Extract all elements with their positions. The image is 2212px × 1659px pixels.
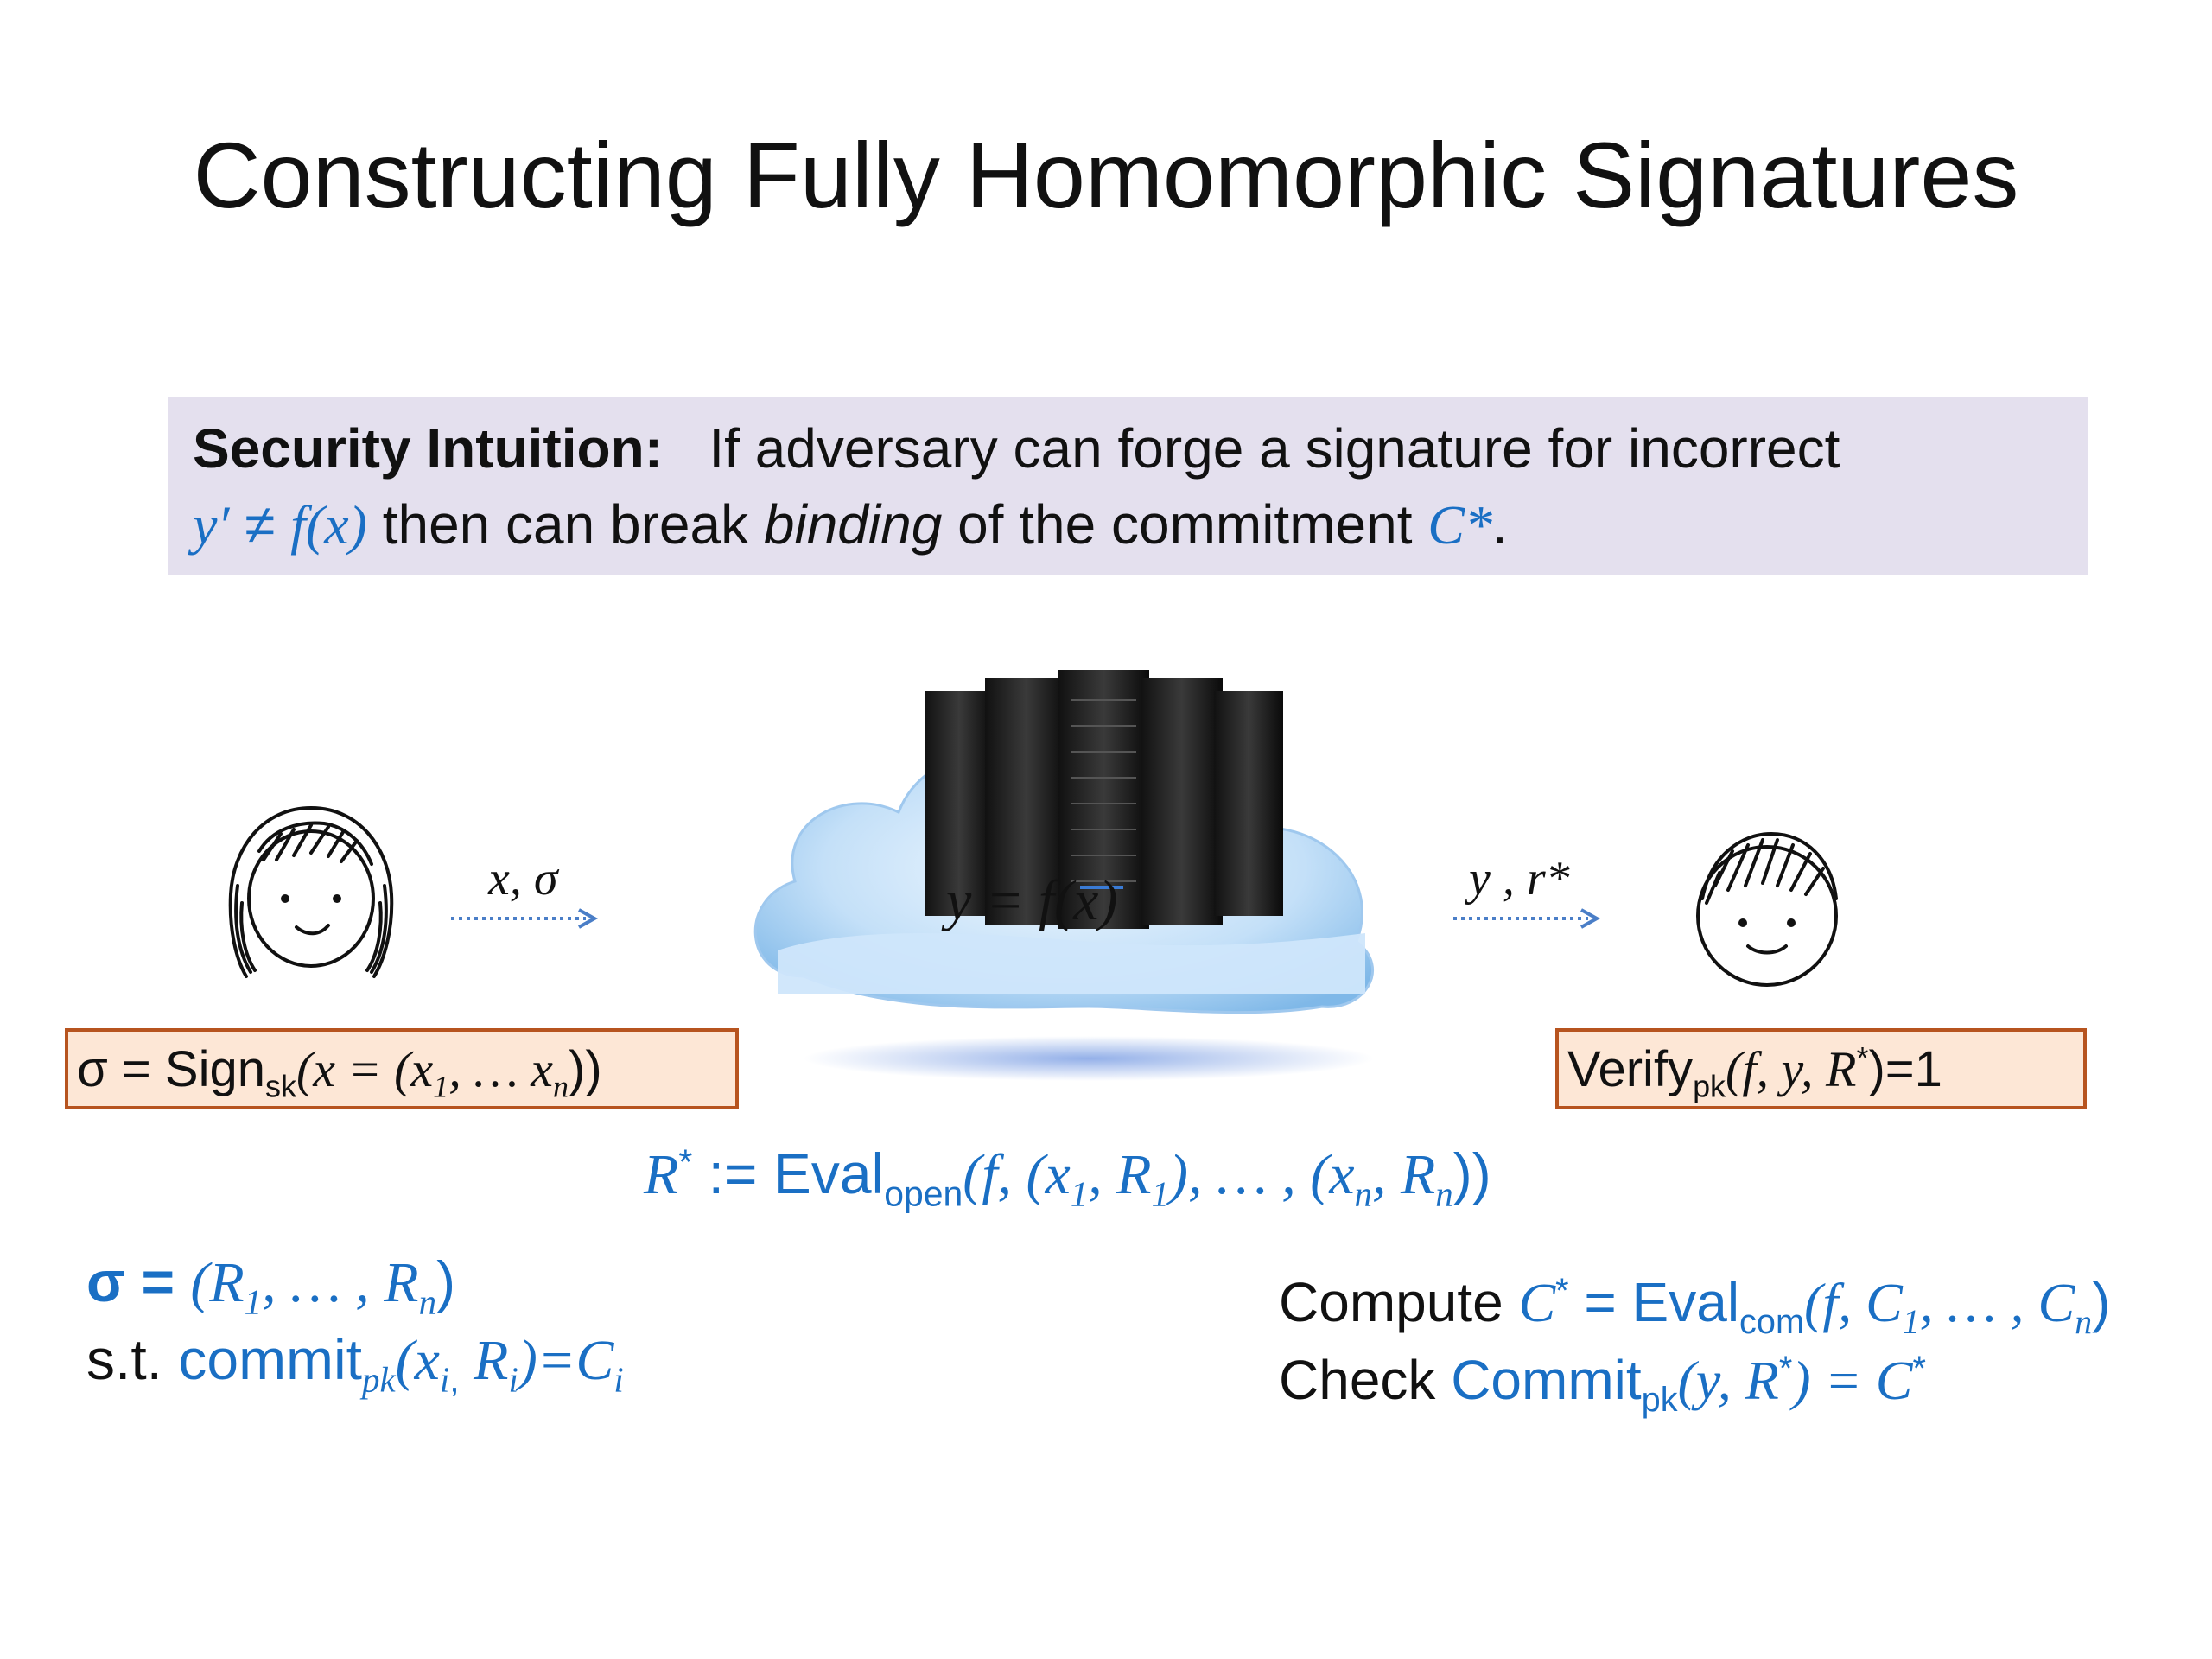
intuition-mid: then can break (383, 493, 748, 556)
binding-word: binding (764, 493, 942, 556)
sigma-mid: , … , R (262, 1251, 419, 1314)
sigma-definition: σ = (R1, … , Rn) (86, 1249, 455, 1316)
check-word: Check (1279, 1349, 1435, 1411)
sign-box: σ = Signsk(x = (x1, … xn)) (65, 1028, 739, 1109)
compute-line: Compute C* = Evalcom(f, C1, … , Cn) (1279, 1270, 2110, 1335)
check-eq: ) = C (1792, 1350, 1912, 1411)
sign-x1-sub: 1 (433, 1070, 448, 1104)
verify-tail: )=1 (1868, 1041, 1942, 1097)
compute-close: ) (2092, 1271, 2110, 1333)
intuition-line-2: y′ ≠ f(x) then can break binding of the … (193, 493, 1508, 557)
left-arrow-label: x, σ (488, 851, 557, 906)
commit-sub: pk (362, 1360, 396, 1399)
commit-ri: i (509, 1360, 518, 1399)
sigma-close: ) (436, 1249, 455, 1313)
period: . (1492, 493, 1508, 556)
commit-ci: i (613, 1360, 623, 1399)
cloud-label: y = f(x) (946, 868, 1117, 934)
check-line: Check Commitpk(y, R*) = C* (1279, 1348, 1926, 1413)
eval-r1: , R (1088, 1143, 1151, 1206)
eval-snb: n (1435, 1174, 1452, 1213)
compute-sub: com (1739, 1303, 1804, 1341)
sigma-tuple: (R (190, 1251, 244, 1314)
intuition-text: If adversary can forge a signature for i… (709, 417, 1840, 480)
eval-r: R (644, 1143, 678, 1206)
left-arrow (449, 906, 601, 931)
intuition-tail: of the commitment (957, 493, 1412, 556)
eval-s1b: 1 (1152, 1174, 1169, 1213)
check-commit: Commit (1451, 1349, 1641, 1411)
sign-xn-sub: n (553, 1070, 569, 1104)
sigma-sn: n (419, 1282, 436, 1321)
verify-star: * (1856, 1040, 1868, 1076)
compute-c: C (1518, 1272, 1555, 1333)
compute-word: Compute (1279, 1271, 1503, 1333)
eval-sub: open (884, 1173, 963, 1213)
compute-mid: , … , C (1920, 1272, 2075, 1333)
y-prime: y′ (193, 494, 229, 556)
commit-si: i (440, 1360, 449, 1399)
sign-mid: , … x (448, 1041, 553, 1097)
security-intuition-box: Security Intuition: If adversary can for… (168, 397, 2088, 575)
sign-args: (x = (x (296, 1041, 433, 1097)
sigma-s1: 1 (245, 1282, 262, 1321)
sigma-eq: σ = (86, 1249, 175, 1313)
sign-close: )) (569, 1041, 602, 1097)
commit-r: R (460, 1329, 509, 1392)
slide-title: Constructing Fully Homomorphic Signature… (0, 121, 2212, 229)
compute-eq: = Eval (1569, 1271, 1739, 1333)
intuition-label: Security Intuition: (193, 417, 663, 480)
eval-assign: := Eval (692, 1141, 884, 1205)
commit-comma: , (449, 1359, 459, 1399)
right-arrow (1452, 906, 1603, 931)
verify-prefix: Verify (1567, 1041, 1693, 1097)
right-arrow-label: y , r* (1469, 851, 1570, 906)
sign-sub: sk (265, 1069, 296, 1104)
eval-open-formula: R* := Evalopen(f, (x1, R1), … , (xn, Rn)… (644, 1141, 1491, 1208)
commit-args: (x (396, 1329, 440, 1392)
neq-symbol: ≠ (245, 493, 275, 556)
eval-mid: ), … , (x (1169, 1143, 1354, 1206)
eval-args: (f, (x (963, 1143, 1071, 1206)
fx: f(x) (290, 494, 367, 556)
check-sub: pk (1642, 1381, 1678, 1419)
check-star: * (1779, 1350, 1792, 1388)
check-star2: * (1912, 1350, 1925, 1388)
verify-args: (f, y, R (1726, 1041, 1856, 1097)
compute-sn: n (2075, 1303, 2092, 1341)
st-commit-line: s.t. commitpk(xi, Ri)=Ci (86, 1326, 624, 1394)
eval-close: )) (1453, 1141, 1491, 1205)
compute-args: (f, C (1804, 1272, 1903, 1333)
eval-sn: n (1354, 1174, 1371, 1213)
bob-drawing (1681, 821, 1853, 989)
commit-eq: )=C (518, 1329, 614, 1392)
intuition-line-1: Security Intuition: If adversary can for… (193, 416, 1840, 480)
commit-word: commit (178, 1327, 362, 1391)
check-args: (y, R (1678, 1350, 1779, 1411)
eval-rn: , R (1372, 1143, 1435, 1206)
compute-s1: 1 (1903, 1303, 1920, 1341)
c-star: C* (1427, 494, 1492, 556)
alice-drawing (212, 799, 410, 985)
sign-prefix: σ = Sign (77, 1041, 265, 1097)
verify-sub: pk (1693, 1069, 1726, 1104)
eval-s1: 1 (1071, 1174, 1088, 1213)
eval-star: * (678, 1142, 692, 1182)
verify-box: Verifypk(f, y, R*)=1 (1555, 1028, 2087, 1109)
st-word: s.t. (86, 1327, 162, 1391)
compute-star: * (1555, 1272, 1568, 1310)
